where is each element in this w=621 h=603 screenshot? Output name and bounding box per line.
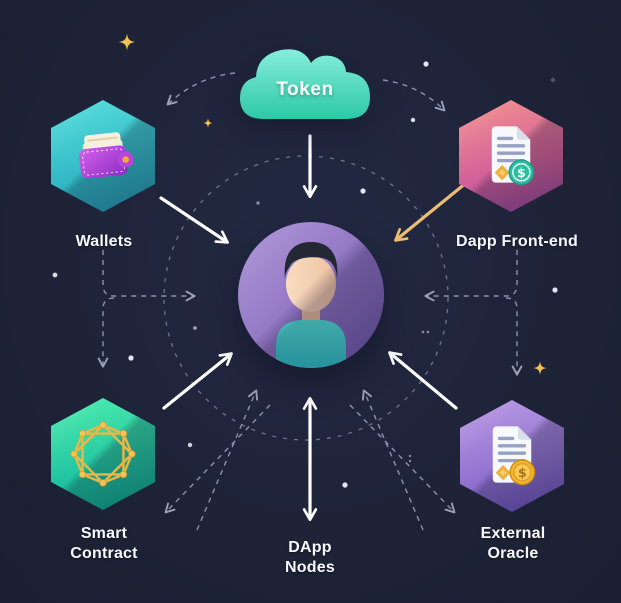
network-icon	[70, 421, 136, 487]
arrow-frontend-to-user-orange	[394, 181, 468, 242]
arrow-oracle-to-user	[388, 351, 458, 410]
wallet-icon	[79, 132, 134, 179]
node-label-dapp-front-end: Dapp Front-end	[456, 233, 578, 250]
node-label-wallets: Wallets	[75, 233, 133, 250]
user-avatar-icon	[276, 242, 346, 368]
star-dots	[52, 61, 558, 488]
sparkle-icon	[118, 33, 136, 51]
dashed-arrow-wallets-to-user	[102, 250, 196, 302]
document-coin-icon: $	[492, 426, 536, 486]
dashed-arrow-token-to-frontend	[382, 79, 446, 112]
dashed-arrow-token-to-wallets	[166, 72, 236, 106]
dashed-arrow-user-to-oracle	[349, 404, 456, 514]
arrow-wallets-to-user	[159, 196, 229, 244]
sparkle-icon	[533, 361, 547, 375]
node-label-dapp-nodes: DApp Nodes	[285, 539, 335, 576]
user-avatar	[238, 222, 384, 368]
dashed-arrow-oracle-to-user	[361, 389, 424, 531]
dashed-arrow-user-to-contract	[164, 404, 271, 514]
dashed-arrow-wallets-to-contract	[97, 297, 115, 368]
node-label-smart-contract: Smart Contract	[70, 525, 138, 562]
dashed-arrow-frontend-to-oracle	[505, 297, 523, 376]
token-label: Token	[276, 79, 334, 100]
dashed-arrow-contract-to-user	[196, 389, 259, 531]
solid-arrows	[159, 134, 458, 522]
cloud-icon	[240, 49, 370, 119]
dashed-connectors	[97, 72, 523, 531]
dollar-symbol: $	[517, 165, 526, 180]
sparkle-icon	[203, 118, 213, 128]
dollar-symbol: $	[518, 465, 527, 480]
dashed-arrow-frontend-to-user	[424, 250, 518, 302]
arrow-contract-to-user	[162, 352, 233, 410]
document-dollar-icon: $	[491, 126, 535, 186]
token-node	[228, 33, 380, 135]
node-label-external-oracle: External Oracle	[480, 525, 546, 562]
